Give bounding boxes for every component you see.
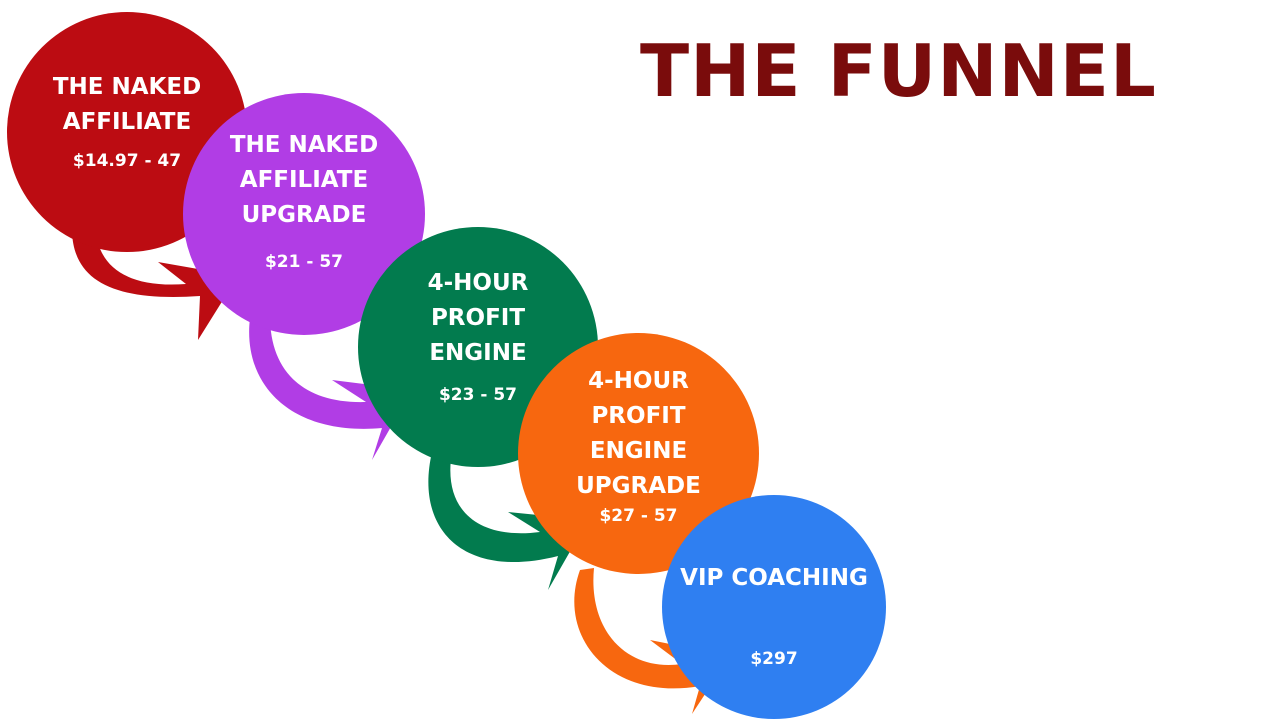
funnel-step-vip-coaching: VIP COACHING $297: [662, 495, 886, 719]
funnel-step-4-hour-profit-engine: 4-HOUR PROFIT ENGINE $23 - 57: [358, 227, 598, 467]
step-name: VIP COACHING: [662, 561, 886, 596]
step-name: THE NAKED AFFILIATE UPGRADE: [183, 128, 425, 233]
step-name-line: AFFILIATE: [239, 167, 369, 193]
step-price: $21 - 57: [264, 252, 344, 272]
step-name-line: ENGINE: [589, 438, 688, 464]
step-name-line: 4-HOUR: [588, 368, 689, 394]
step-price: $23 - 57: [438, 385, 518, 405]
funnel-step-the-naked-affiliate: THE NAKED AFFILIATE $14.97 - 47: [7, 12, 247, 252]
step-name-line: ENGINE: [429, 340, 527, 366]
step-name: THE NAKED AFFILIATE: [7, 70, 247, 140]
step-name-line: AFFILIATE: [62, 109, 192, 135]
funnel-title: THE FUNNEL: [640, 29, 1157, 113]
step-name-line: UPGRADE: [576, 473, 701, 499]
step-name-line: 4-HOUR: [427, 270, 529, 296]
arrow-icon-step2-to-step3: [249, 316, 412, 460]
step-price: $27 - 57: [599, 506, 678, 526]
step-name-line: UPGRADE: [241, 202, 367, 228]
arrow-icon-step3-to-step4: [428, 452, 588, 590]
step-name-line: PROFIT: [591, 403, 686, 429]
step-name-line: PROFIT: [430, 305, 526, 331]
step-name: 4-HOUR PROFIT ENGINE: [358, 266, 598, 371]
step-name-line: VIP COACHING: [680, 565, 868, 591]
step-name-line: THE NAKED: [229, 132, 379, 158]
arrow-icon-step1-to-step2: [72, 232, 238, 340]
step-name-line: THE NAKED: [52, 74, 202, 100]
step-name: 4-HOUR PROFIT ENGINE UPGRADE: [518, 364, 759, 504]
step-price: $14.97 - 47: [72, 151, 182, 171]
step-price: $297: [750, 649, 798, 669]
